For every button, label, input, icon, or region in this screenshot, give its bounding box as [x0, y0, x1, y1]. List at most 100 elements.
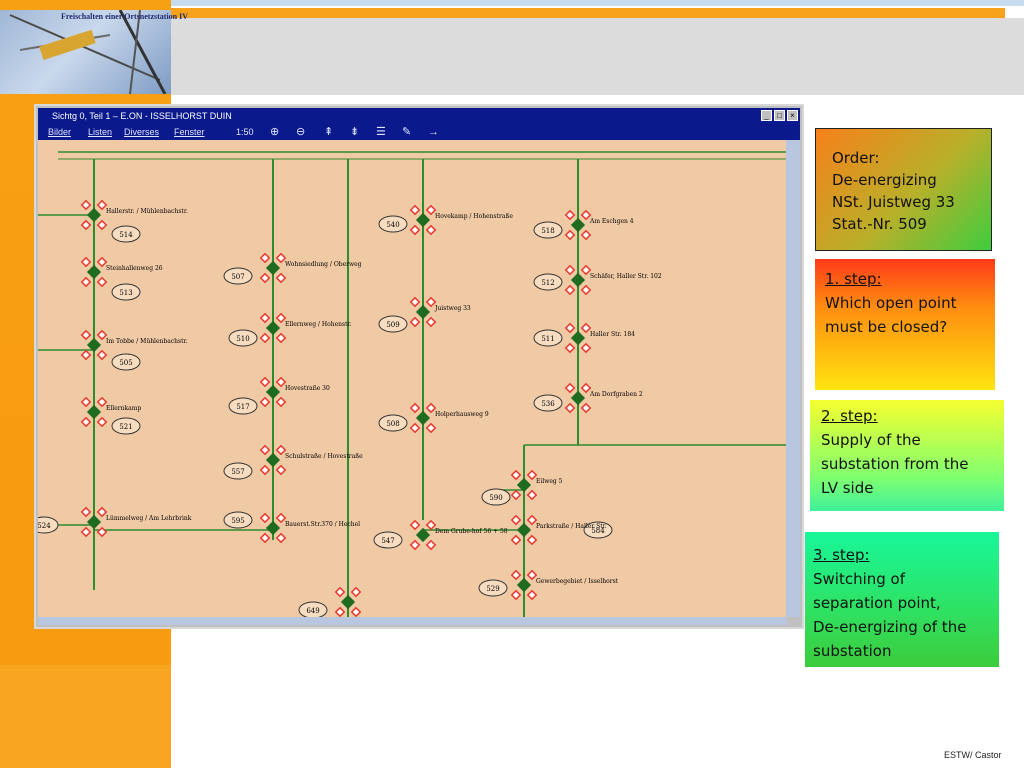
substation-518[interactable]: 518 Am Eschgen 4	[533, 209, 634, 241]
substation-517[interactable]: 517 Hovestraße 30	[228, 376, 330, 415]
footer-credit: ESTW/ Castor	[944, 750, 1002, 760]
station-number: 590	[489, 494, 502, 502]
menu-diverses[interactable]: Diverses	[124, 127, 160, 137]
station-number: 505	[119, 359, 132, 367]
station-label: Lümmelweg / Am Lehrbrink	[106, 515, 192, 522]
station-label: Schäfer, Haller Str. 102	[590, 273, 662, 280]
menu-fenster[interactable]: Fenster	[174, 127, 205, 137]
station-label: Steinhallenweg 26	[106, 265, 163, 272]
step3-line: Switching of	[813, 570, 906, 588]
step1-heading: 1. step:	[825, 270, 882, 288]
station-label: Ellernkamp	[106, 405, 141, 412]
step3-heading: 3. step:	[813, 546, 870, 564]
step2-line: Supply of the	[821, 431, 921, 449]
move-down-icon[interactable]: ⇟	[350, 126, 360, 138]
station-label: Ellernweg / Hohenstr.	[285, 321, 352, 328]
step2-line: substation from the	[821, 455, 969, 473]
menu-listen[interactable]: Listen	[88, 127, 113, 137]
close-button[interactable]: ×	[787, 110, 798, 121]
substation-512[interactable]: 512 Schäfer, Haller Str. 102	[533, 264, 662, 296]
substation-529[interactable]: 529 Gewerbegebiet / Isselhorst	[478, 569, 619, 601]
substation-521[interactable]: 521 Ellernkamp	[80, 396, 142, 435]
station-label: Hovestraße 30	[285, 385, 330, 392]
substation-590[interactable]: 590 Eilweg 5	[481, 469, 563, 506]
window-titlebar: Sichtg 0, Teil 1 – E.ON - ISSELHORST DUI…	[38, 108, 800, 124]
station-number: 511	[541, 335, 554, 343]
step1-line: Which open point	[825, 294, 957, 312]
order-line: NSt. Juistweg 33	[832, 193, 955, 211]
step1-line: must be closed?	[825, 318, 948, 336]
left-sidebar-shade	[0, 665, 171, 768]
station-number: 514	[119, 231, 133, 239]
station-number: 529	[486, 585, 499, 593]
station-number: 507	[231, 273, 244, 281]
zoom-level: 1:50	[236, 127, 254, 137]
window-title: Sichtg 0, Teil 1 – E.ON - ISSELHORST DUI…	[52, 111, 232, 121]
substation-508[interactable]: 508 Holperhausweg 9	[378, 402, 489, 434]
substation-510[interactable]: 510 Ellernweg / Hohenstr.	[228, 312, 352, 347]
vertical-scrollbar[interactable]	[786, 140, 800, 617]
header-orange-line	[52, 8, 1005, 18]
step3-line: separation point,	[813, 594, 941, 612]
horizontal-scrollbar[interactable]	[38, 617, 787, 625]
station-label: Am Eschgen 4	[589, 218, 634, 225]
station-number: 524	[38, 522, 51, 530]
step2-box: 2. step: Supply of the substation from t…	[810, 400, 1004, 511]
station-number: 508	[386, 420, 399, 428]
step3-line: substation	[813, 642, 892, 660]
substation-507[interactable]: 507 Wohnsiedlung / Oberweg	[223, 252, 362, 285]
menu-bilder[interactable]: Bilder	[48, 127, 72, 137]
substation-649[interactable]: 649	[298, 586, 362, 617]
substation-547[interactable]: 547 Dem Grube-hof 56 + 58	[373, 519, 508, 551]
app-window: Sichtg 0, Teil 1 – E.ON - ISSELHORST DUI…	[34, 104, 804, 629]
zoom-out-icon[interactable]: ⊖	[296, 126, 306, 138]
station-label: Hovekamp / Hohenstraße	[435, 213, 513, 220]
station-number: 518	[541, 227, 554, 235]
top-accent-line	[171, 0, 1024, 6]
station-label: Wohnsiedlung / Oberweg	[285, 261, 362, 268]
move-up-icon[interactable]: ⇞	[324, 126, 334, 138]
station-number: 557	[231, 468, 244, 476]
station-label: Eilweg 5	[536, 478, 563, 485]
station-label: Holperhausweg 9	[435, 411, 489, 418]
station-label: Schulstraße / Hovestraße	[285, 453, 363, 460]
station-label: Parkstraße / Haller Str.	[536, 523, 607, 530]
order-line: De-energizing	[832, 171, 937, 189]
substation-524[interactable]: 524 Lümmelweg / Am Lehrbrink	[38, 506, 192, 538]
station-label: Gewerbegebiet / Isselhorst	[536, 578, 619, 585]
header-band	[171, 18, 1024, 95]
station-number: 649	[306, 607, 319, 615]
menu-bar: Bilder Listen Diverses Fenster 1:50 ⊕ ⊖ …	[38, 124, 800, 140]
station-label: Am Dorfgraben 2	[589, 391, 643, 398]
station-number: 521	[119, 423, 132, 431]
tool-icon[interactable]: ✎	[402, 126, 412, 138]
step2-heading: 2. step:	[821, 407, 878, 425]
substation-557[interactable]: 557 Schulstraße / Hovestraße	[223, 444, 363, 480]
substation-514[interactable]: 514 Hallerstr. / Mühlenbachstr.	[80, 199, 188, 243]
step2-line: LV side	[821, 479, 874, 497]
station-number: 547	[381, 537, 394, 545]
minimize-button[interactable]: _	[761, 110, 772, 121]
maximize-button[interactable]: □	[774, 110, 785, 121]
zoom-in-icon[interactable]: ⊕	[270, 126, 280, 138]
station-label: Dem Grube-hof 56 + 58	[435, 528, 508, 535]
station-number: 509	[386, 321, 399, 329]
station-number: 517	[236, 403, 249, 411]
station-number: 510	[236, 335, 249, 343]
step1-box: 1. step: Which open point must be closed…	[815, 259, 995, 390]
order-line: Stat.-Nr. 509	[832, 215, 927, 233]
step3-box: 3. step: Switching of separation point, …	[805, 532, 999, 667]
arrow-icon[interactable]: →	[428, 126, 439, 138]
station-label: Hallerstr. / Mühlenbachstr.	[106, 208, 188, 215]
list-icon[interactable]: ☰	[376, 126, 386, 138]
station-number: 512	[541, 279, 554, 287]
